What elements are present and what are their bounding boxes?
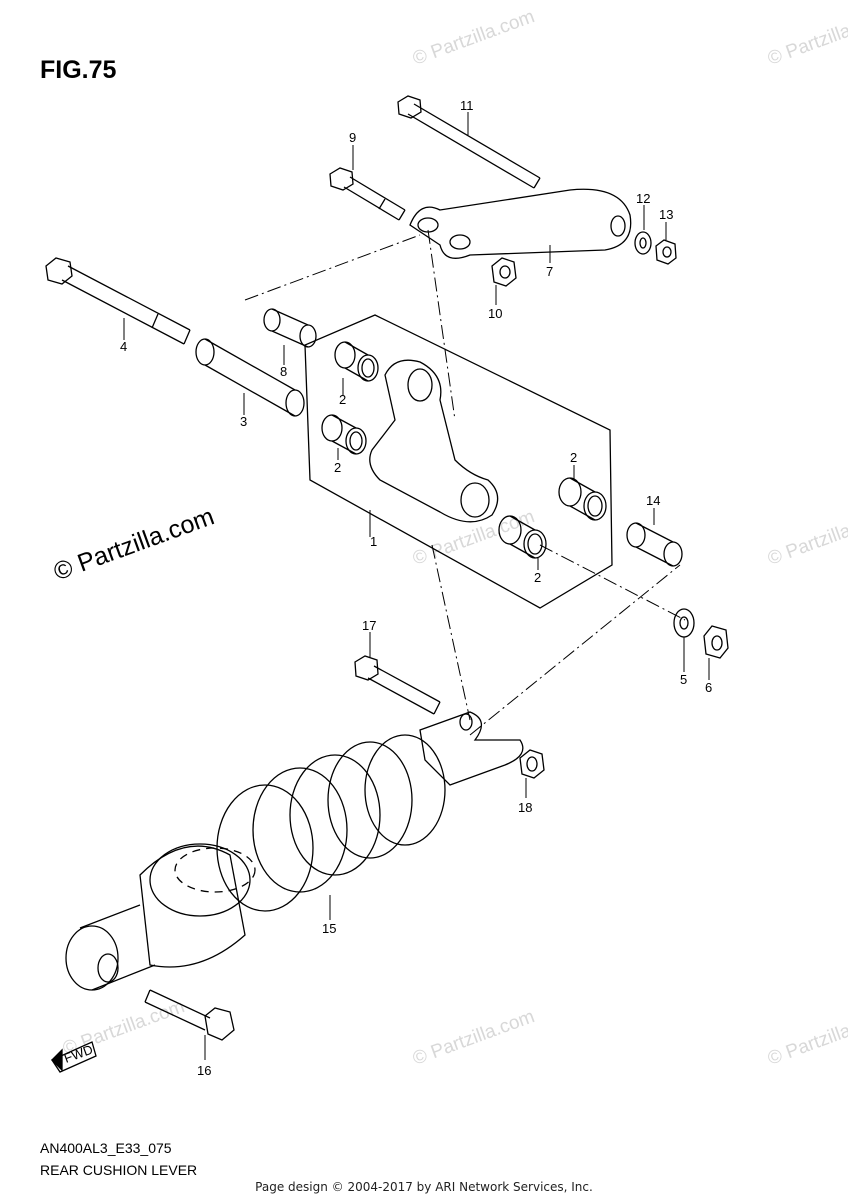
part-8-collar [263, 308, 317, 348]
part-3-spacer [195, 338, 305, 417]
callout-8: 8 [280, 364, 287, 379]
callout-leaders [123, 112, 710, 1060]
part-14-collar [626, 522, 683, 567]
part-10-nut [491, 257, 517, 287]
callout-6: 6 [705, 680, 712, 695]
callout-3: 3 [240, 414, 247, 429]
callout-18: 18 [518, 800, 532, 815]
callout-10: 10 [488, 306, 502, 321]
part-6-nut [703, 625, 729, 659]
callout-1: 1 [370, 534, 377, 549]
part-2-bearing [334, 341, 379, 382]
callout-13: 13 [659, 207, 673, 222]
callout-7: 7 [546, 264, 553, 279]
callout-9: 9 [349, 130, 356, 145]
part-7-cushion-rod [409, 188, 632, 259]
figure-title: FIG.75 [40, 56, 117, 84]
part-13-nut [655, 239, 677, 265]
diagram-code: AN400AL3_E33_075 [40, 1140, 172, 1156]
part-2-bearing [558, 477, 607, 521]
part-1-cushion-lever [369, 359, 499, 523]
part-17-bolt [354, 655, 441, 715]
part-2-bearing [321, 414, 367, 455]
callout-17: 17 [362, 618, 376, 633]
forward-arrow-icon [51, 1041, 97, 1073]
assembly-lines [244, 229, 686, 736]
page-footer: Page design © 2004-2017 by ARI Network S… [255, 1180, 593, 1194]
part-4-bolt [45, 257, 191, 345]
part-12-washer [634, 231, 652, 255]
callout-2: 2 [570, 450, 577, 465]
callout-14: 14 [646, 493, 660, 508]
part-5-washer [673, 608, 695, 638]
diagram-caption: REAR CUSHION LEVER [40, 1162, 198, 1178]
callout-5: 5 [680, 672, 687, 687]
callout-4: 4 [120, 339, 127, 354]
part-16-bolt [144, 989, 235, 1041]
lever-assembly-outline [304, 314, 613, 609]
callout-11: 11 [460, 98, 474, 113]
callout-2: 2 [334, 460, 341, 475]
callout-2: 2 [339, 392, 346, 407]
part-11-long-bolt [397, 95, 541, 189]
callout-15: 15 [322, 921, 336, 936]
callout-2: 2 [534, 570, 541, 585]
part-18-nut [519, 749, 545, 779]
part-2-bearing [498, 515, 547, 559]
callout-12: 12 [636, 191, 650, 206]
callout-16: 16 [197, 1063, 211, 1078]
part-9-bolt [329, 167, 406, 221]
part-15-shock-absorber [65, 711, 524, 991]
